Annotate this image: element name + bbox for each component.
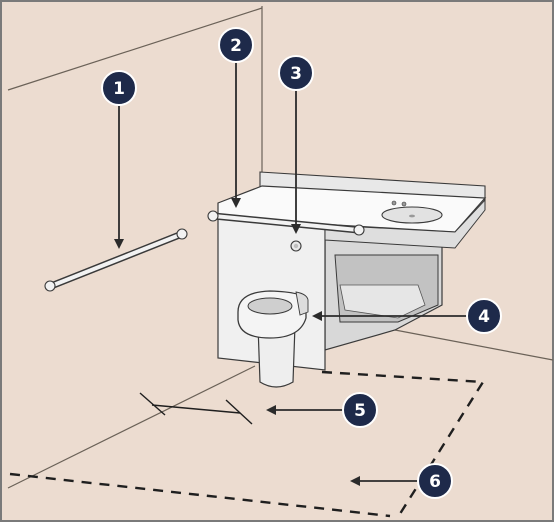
callout-badge-5: 5 bbox=[342, 392, 378, 428]
callout-badge-4: 4 bbox=[466, 298, 502, 334]
callout-badge-2: 2 bbox=[218, 27, 254, 63]
grab-bar-flange bbox=[353, 224, 365, 236]
grab-bar-flange bbox=[176, 228, 188, 240]
faucet bbox=[391, 200, 397, 206]
faucet bbox=[401, 201, 407, 207]
callout-number: 5 bbox=[354, 401, 366, 421]
toilet-bowl-opening bbox=[247, 297, 293, 315]
sink-drain bbox=[409, 214, 415, 218]
combination-fixture-unit bbox=[217, 171, 487, 371]
callout-number: 4 bbox=[478, 307, 490, 327]
room-corner-lines bbox=[7, 6, 554, 489]
grab-bar-rear bbox=[207, 210, 365, 236]
grab-bar-flange bbox=[207, 210, 219, 222]
callout-number: 3 bbox=[290, 64, 302, 84]
callout-number: 6 bbox=[429, 472, 441, 492]
flush-button-center bbox=[293, 243, 299, 249]
recess-shelf bbox=[339, 284, 426, 319]
toilet-back bbox=[295, 291, 309, 316]
callout-badge-6: 6 bbox=[417, 463, 453, 499]
callout-leaders bbox=[114, 62, 468, 486]
countertop-edge bbox=[324, 198, 486, 249]
clearance-dimension-line bbox=[139, 392, 253, 425]
toilet-pedestal bbox=[257, 324, 296, 388]
toilet bbox=[237, 290, 309, 388]
grab-bar-flange bbox=[44, 280, 56, 292]
callout-badge-3: 3 bbox=[278, 55, 314, 91]
callout-badge-1: 1 bbox=[101, 70, 137, 106]
grab-bar-side bbox=[44, 228, 188, 292]
callout-number: 1 bbox=[113, 79, 125, 99]
floor-clearance-area bbox=[9, 370, 486, 518]
callout-number: 2 bbox=[230, 36, 242, 56]
